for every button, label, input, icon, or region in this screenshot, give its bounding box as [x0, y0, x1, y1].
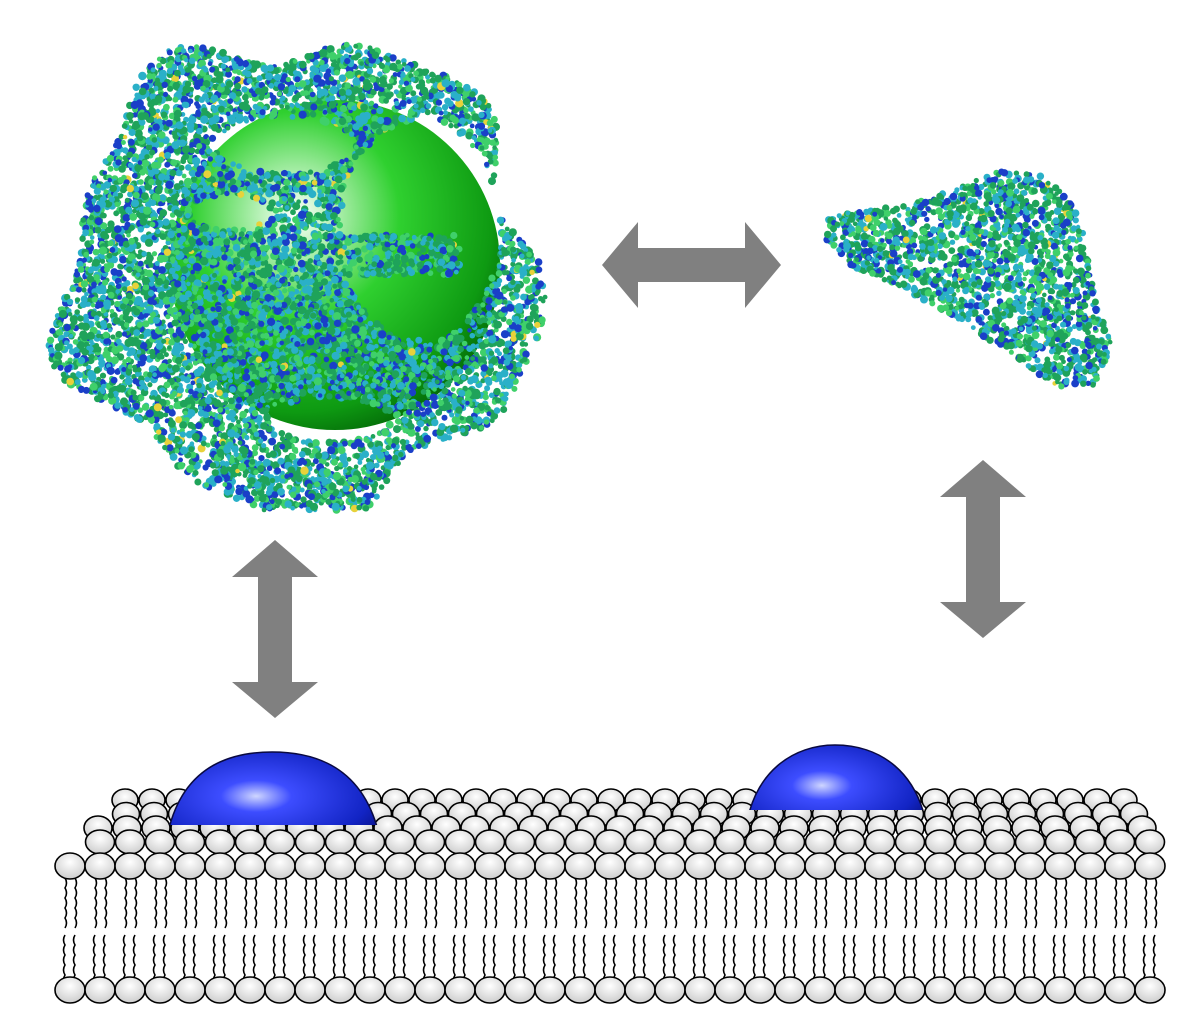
arrow-vertical-left [232, 540, 318, 718]
arrow-vertical-right [940, 460, 1026, 638]
double-arrow-icon [232, 222, 1026, 718]
free-protein [823, 168, 1113, 390]
protein-cluster-icon [45, 41, 548, 514]
lipid-heads-bottom [54, 976, 1166, 1004]
arrow-horizontal [602, 222, 781, 308]
lipid-bilayer-icon [54, 744, 1166, 1004]
dome-icon [169, 751, 378, 825]
protein-bound-nanoparticle [45, 41, 548, 514]
membrane-with-protein [749, 744, 924, 810]
protein-cluster-icon [823, 168, 1113, 390]
dome-icon [749, 744, 924, 810]
lipid-heads-front [54, 852, 1166, 880]
membrane-with-nanoparticle [169, 751, 378, 825]
lipid-tails [62, 877, 1158, 986]
